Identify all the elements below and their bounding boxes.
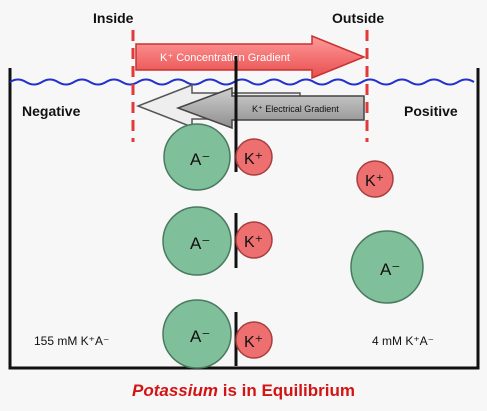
cation-inside-2 xyxy=(235,221,273,259)
anion-outside xyxy=(350,230,424,304)
electrical-gradient-label: K⁺ Electrical Gradient xyxy=(252,104,339,114)
anion-inside-2-label: A⁻ xyxy=(190,234,210,253)
caption-highlight: Potassium xyxy=(132,381,218,400)
beaker-outline xyxy=(8,68,480,370)
left-concentration-label: 155 mM K⁺A⁻ xyxy=(34,334,109,348)
cation-inside-1 xyxy=(235,138,273,176)
equilibrium-caption: Potassium is in Equilibrium xyxy=(0,381,487,401)
negative-label: Negative xyxy=(22,103,81,119)
cation-inside-3-label: K⁺ xyxy=(244,334,263,351)
anion-outside-label: A⁻ xyxy=(380,260,400,279)
concentration-gradient-arrow xyxy=(135,34,367,80)
concentration-gradient-label: K⁺ Concentration Gradient xyxy=(160,52,290,64)
cation-outside xyxy=(356,160,394,198)
electrical-gradient-arrow xyxy=(175,86,365,130)
cation-inside-1-label: K⁺ xyxy=(244,151,263,168)
anion-inside-1-label: A⁻ xyxy=(190,150,210,169)
anion-inside-2 xyxy=(162,206,232,276)
cation-inside-2-label: K⁺ xyxy=(244,234,263,251)
anion-inside-1 xyxy=(163,123,231,191)
right-concentration-label: 4 mM K⁺A⁻ xyxy=(372,334,434,348)
water-surface-line xyxy=(9,78,475,86)
inside-label: Inside xyxy=(93,10,134,26)
anion-inside-3-label: A⁻ xyxy=(190,327,210,346)
cation-outside-label: K⁺ xyxy=(365,173,384,190)
cation-inside-3 xyxy=(235,321,273,359)
caption-rest: is in Equilibrium xyxy=(218,381,355,400)
outside-label: Outside xyxy=(332,10,384,26)
anion-inside-3 xyxy=(162,299,232,369)
positive-label: Positive xyxy=(404,103,458,119)
